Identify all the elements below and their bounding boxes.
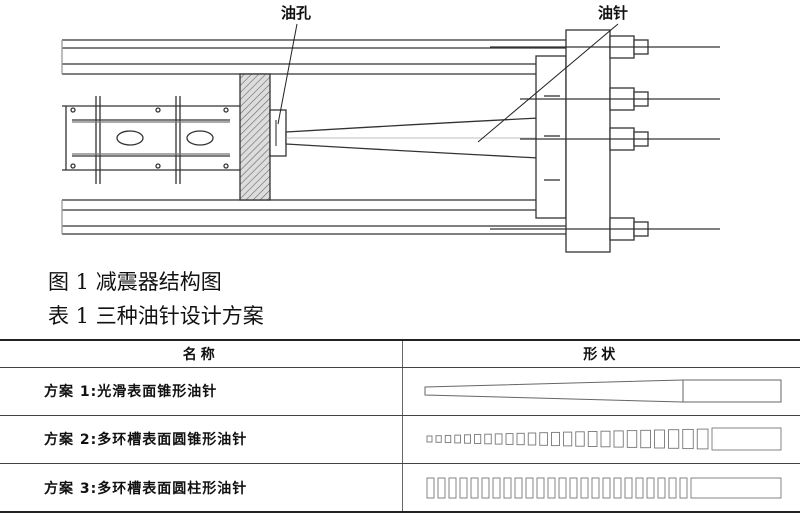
grooved-cylinder-needle-icon xyxy=(426,477,781,499)
scheme-2-name: 方案 2:多环槽表面圆锥形油针 xyxy=(0,415,403,465)
header-shape: 形状 xyxy=(402,339,800,368)
table-row: 方案 1:光滑表面锥形油针 xyxy=(0,367,800,416)
scheme-1-shape-cell xyxy=(402,367,800,416)
smooth-cone-needle-icon xyxy=(424,379,781,403)
table-header-row: 名称 形状 xyxy=(0,339,800,368)
table-row: 方案 2:多环槽表面圆锥形油针 xyxy=(0,415,800,465)
header-name: 名称 xyxy=(0,339,403,368)
scheme-1-name: 方案 1:光滑表面锥形油针 xyxy=(0,367,403,416)
table-row: 方案 3:多环槽表面圆柱形油针 xyxy=(0,463,800,514)
figure-caption: 图 1 减震器结构图 xyxy=(48,270,222,294)
grooved-cone-needle-icon xyxy=(426,428,781,451)
oil-hole-label: 油孔 xyxy=(281,4,311,22)
shock-absorber-drawing: 油孔 油针 xyxy=(61,4,720,253)
scheme-2-shape-cell xyxy=(402,415,800,465)
table-caption: 表 1 三种油针设计方案 xyxy=(48,304,264,328)
scheme-3-shape-cell xyxy=(402,463,800,514)
scheme-3-name: 方案 3:多环槽表面圆柱形油针 xyxy=(0,463,403,514)
oil-needle-label: 油针 xyxy=(598,4,628,22)
needle-design-table: 名称 形状 方案 1:光滑表面锥形油针 方案 2:多环槽表面圆锥形油针 方案 3… xyxy=(0,339,800,514)
